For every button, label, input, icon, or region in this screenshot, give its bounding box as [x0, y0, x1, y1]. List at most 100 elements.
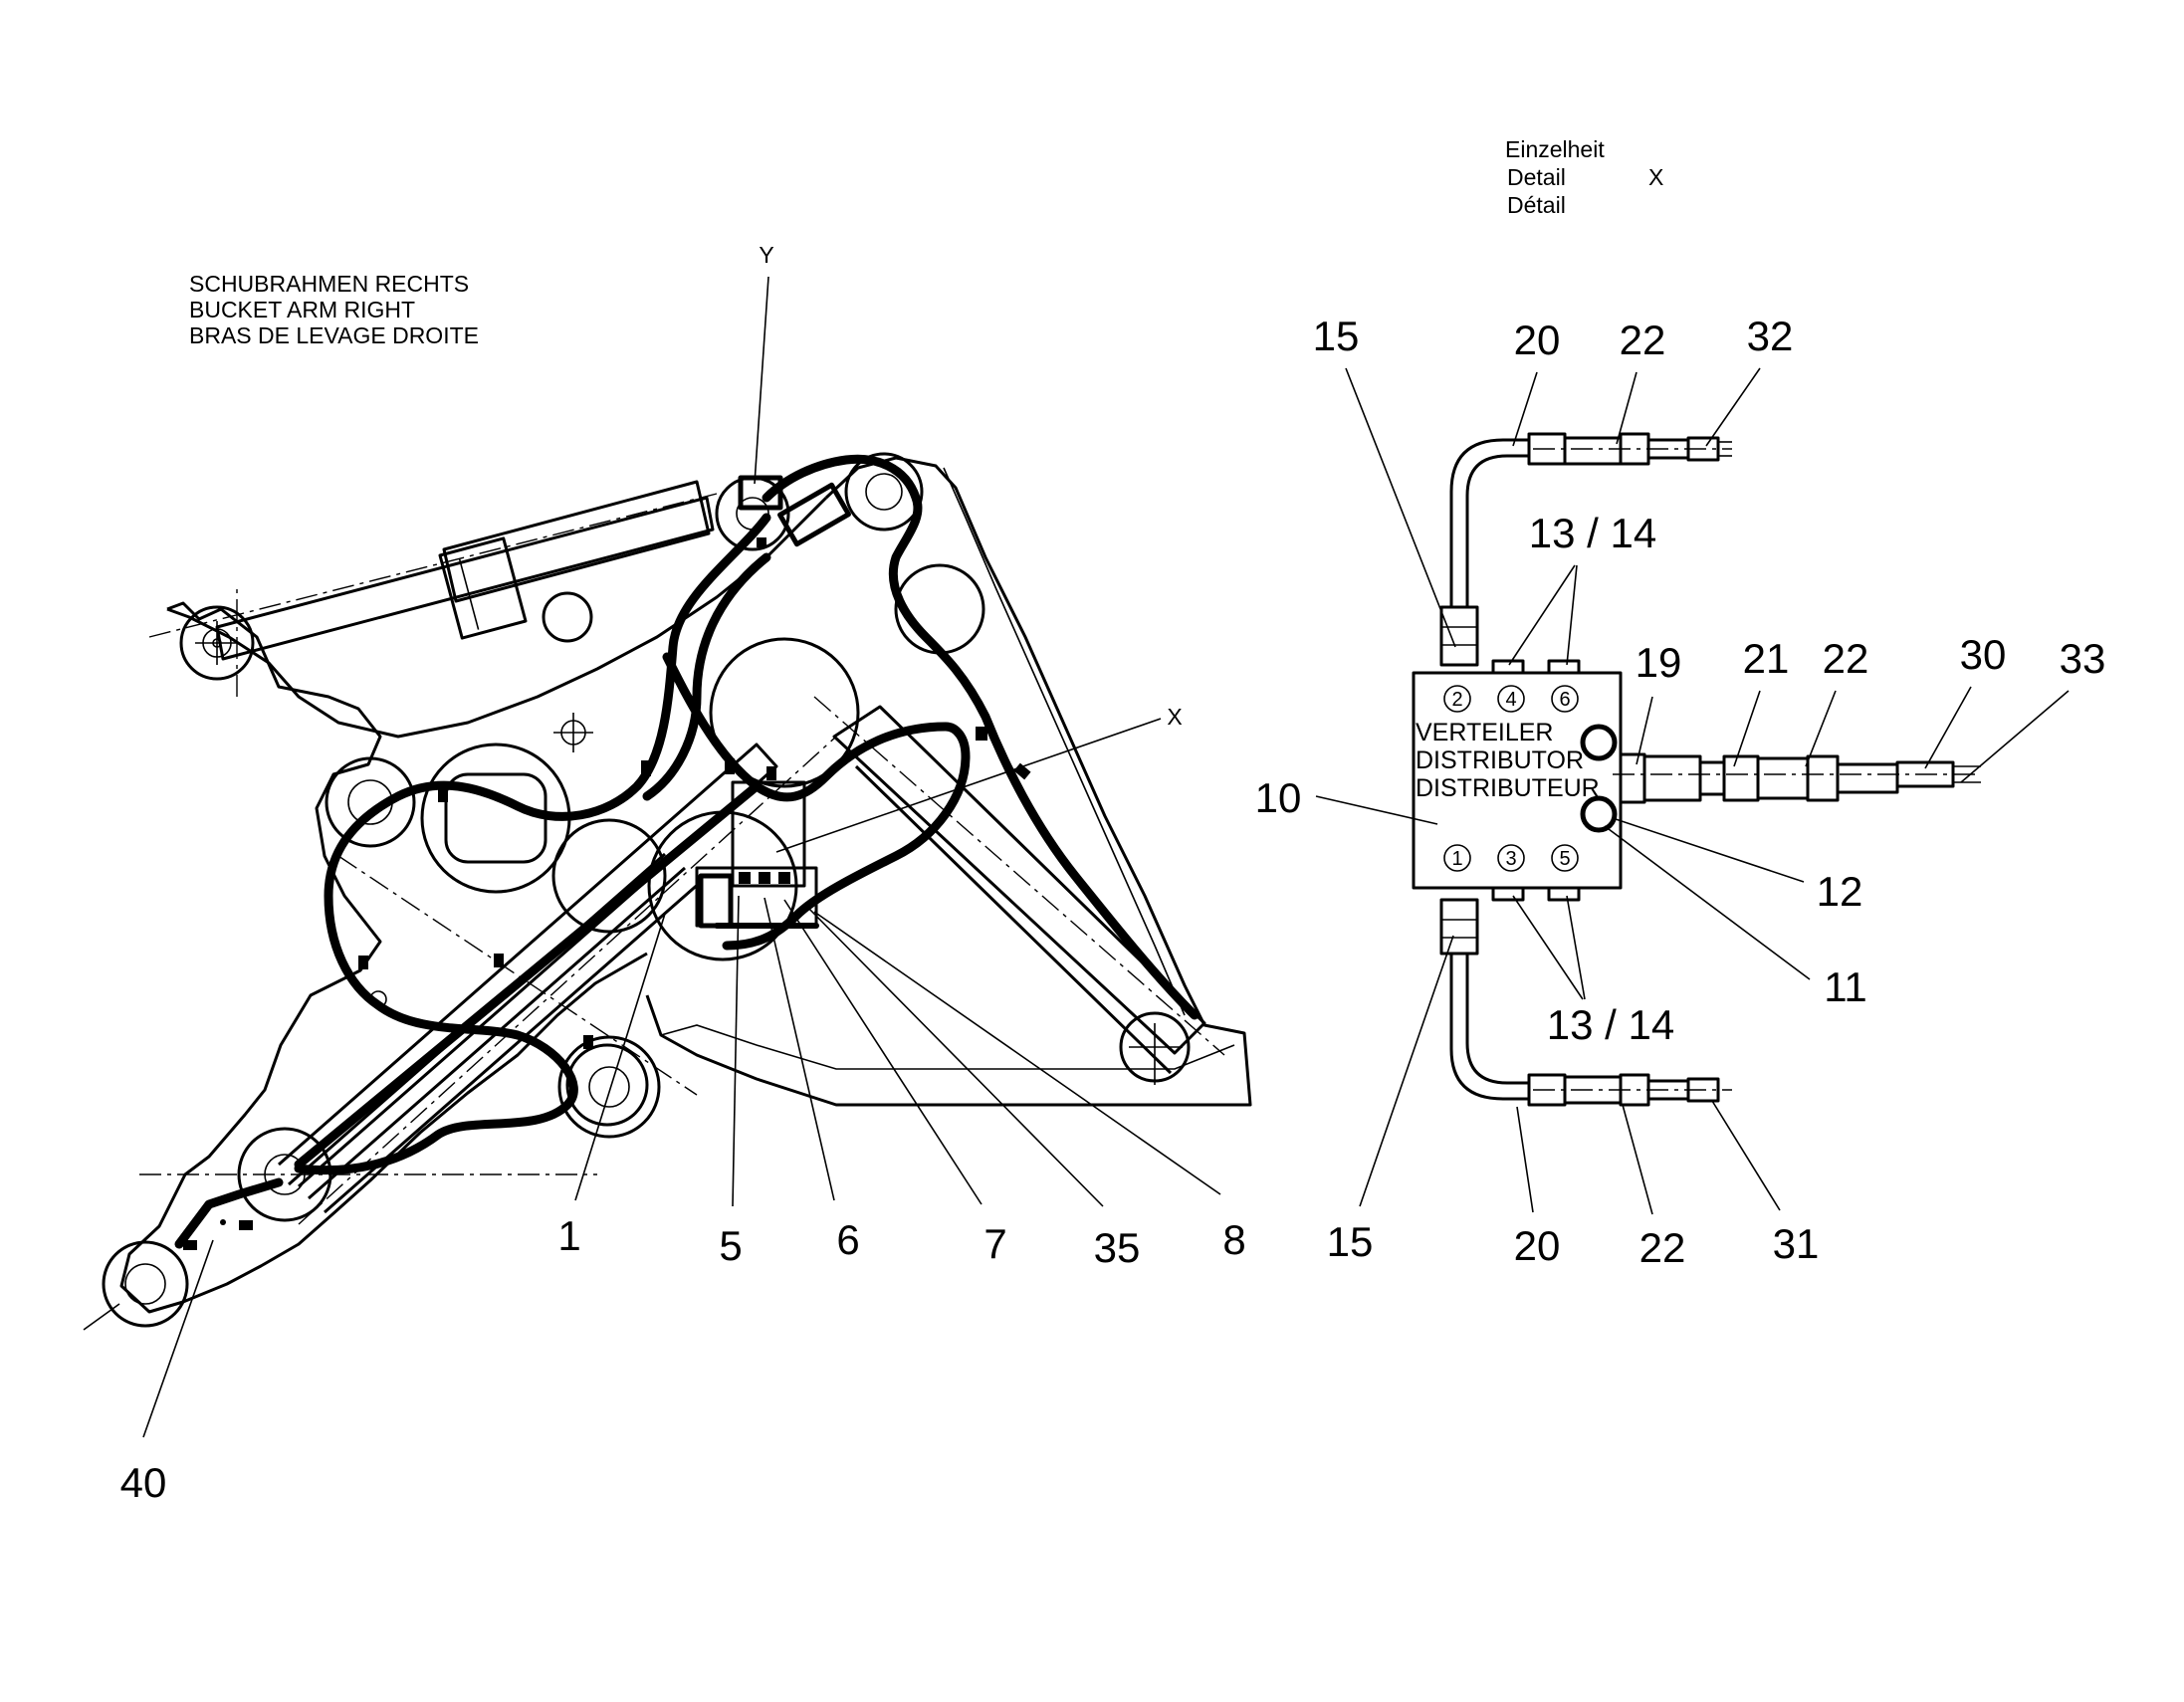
callout-8: 8	[1222, 1216, 1245, 1263]
leader-13-14-top-b	[1566, 564, 1578, 666]
port-1-label: 1	[1451, 848, 1462, 870]
title-line-de: SCHUBRAHMEN RECHTS	[189, 271, 469, 297]
plug-11	[1580, 795, 1618, 833]
port-3-label: 3	[1505, 848, 1516, 870]
callout-31: 31	[1773, 1220, 1820, 1267]
fitting-15-top	[1439, 605, 1479, 667]
callout-13-14-bottom: 13 / 14	[1547, 1001, 1674, 1048]
arm-frame-upper	[166, 496, 828, 739]
callout-1: 1	[557, 1212, 580, 1259]
detail-callouts: 15 20 22 32 13 / 14 19 21 22 30 33 10 12…	[1255, 313, 2106, 1271]
arm-distributor	[695, 780, 819, 929]
arm-frame-inner-right	[943, 467, 1186, 1016]
view-marker-x-leader	[775, 718, 1162, 853]
lift-cylinder	[215, 480, 715, 661]
leader-13-14-bottom-b	[1566, 895, 1586, 1000]
leader-15-top	[1345, 367, 1456, 648]
port-1	[1443, 844, 1471, 872]
view-marker-y: Y	[759, 242, 773, 268]
leader-31	[1711, 1100, 1781, 1211]
title-line-en: BUCKET ARM RIGHT	[189, 297, 415, 322]
leader-11	[1604, 825, 1811, 980]
leader-8	[813, 911, 1221, 1195]
callout-20-bottom: 20	[1514, 1222, 1561, 1269]
callout-30: 30	[1960, 631, 2007, 678]
hose-bucket	[174, 1177, 284, 1249]
hose-left-loop	[294, 513, 771, 1175]
leader-5	[732, 895, 740, 1207]
leader-13-14-bottom-a	[1512, 895, 1584, 1000]
leader-22-bottom	[1622, 1104, 1653, 1215]
pin-bucket	[102, 1240, 189, 1328]
centre-lines	[139, 493, 1225, 1225]
arm-distributor-block	[731, 780, 806, 888]
callout-15-top: 15	[1313, 313, 1360, 359]
callout-11: 11	[1824, 963, 1867, 1010]
detail-caption-marker: X	[1648, 164, 1663, 190]
callout-19: 19	[1636, 639, 1682, 686]
leader-20-top	[1512, 371, 1538, 447]
callout-15-bottom: 15	[1327, 1218, 1374, 1265]
callout-21: 21	[1743, 635, 1790, 682]
view-marker-x: X	[1167, 704, 1182, 730]
leader-21	[1733, 690, 1761, 767]
hose-left-return	[642, 552, 771, 801]
leader-33	[1960, 690, 2070, 783]
hose-22-top	[1563, 436, 1623, 466]
side-line-assembly	[1619, 752, 1981, 804]
port-plugs	[1491, 659, 1581, 902]
leader-40	[142, 1239, 214, 1438]
leader-7	[783, 899, 983, 1205]
plug-12	[1580, 724, 1618, 761]
callout-6: 6	[836, 1216, 859, 1263]
distributor-label-en: DISTRIBUTOR	[1416, 746, 1584, 774]
leader-12	[1612, 817, 1805, 883]
leader-19	[1636, 696, 1653, 765]
bucket-arm-drawing	[102, 452, 1252, 1328]
leader-30	[1924, 686, 1972, 769]
leader-22-top	[1616, 371, 1638, 445]
fitting-21	[1698, 760, 1726, 796]
detail-caption-en: Detail	[1507, 164, 1566, 190]
pin-lower	[565, 1043, 649, 1127]
callout-10: 10	[1255, 774, 1302, 821]
callout-13-14-top: 13 / 14	[1529, 510, 1656, 556]
hose-top-loop	[762, 454, 1200, 1020]
detail-x-drawing: VERTEILER DISTRIBUTOR DISTRIBUTEUR 2 4 6…	[1412, 432, 1981, 1107]
leader-20-bottom	[1516, 1106, 1534, 1213]
callout-20-top: 20	[1514, 317, 1561, 363]
hose-22-mid	[1756, 756, 1810, 800]
detail-caption: Einzelheit Detail Détail X	[1505, 136, 1663, 218]
fitting-19	[1619, 752, 1646, 804]
detail-caption-de: Einzelheit	[1505, 136, 1605, 162]
callout-40: 40	[120, 1459, 167, 1506]
leader-6	[764, 897, 835, 1201]
port-5	[1551, 844, 1579, 872]
leader-22-mid	[1805, 690, 1837, 767]
pin-mid-left	[325, 756, 416, 848]
title-block: SCHUBRAHMEN RECHTS BUCKET ARM RIGHT BRAS…	[189, 271, 479, 348]
callout-5: 5	[719, 1222, 742, 1269]
callout-7: 7	[983, 1220, 1006, 1267]
port-4-label: 4	[1505, 689, 1516, 711]
callout-35: 35	[1094, 1224, 1141, 1271]
port-2	[1443, 685, 1471, 713]
callout-22-bottom: 22	[1639, 1224, 1686, 1271]
pin-upper-left	[179, 605, 255, 681]
distributor-label-de: VERTEILER	[1416, 719, 1553, 746]
port-6	[1551, 685, 1579, 713]
fitting-15-bottom	[1439, 898, 1479, 956]
distributor-ports: 2 4 6 1 3 5	[1443, 685, 1579, 872]
top-fittings	[738, 475, 851, 547]
left-callouts: 1 5 6 7 35 8 40	[83, 895, 1246, 1506]
leader-1	[574, 913, 666, 1201]
port-5-label: 5	[1559, 848, 1570, 870]
port-6-label: 6	[1559, 689, 1570, 711]
port-4	[1497, 685, 1525, 713]
hose-lower-link	[294, 781, 762, 1170]
leader-15-bottom	[1359, 935, 1454, 1207]
port-3	[1497, 844, 1525, 872]
callout-22-mid: 22	[1823, 635, 1869, 682]
